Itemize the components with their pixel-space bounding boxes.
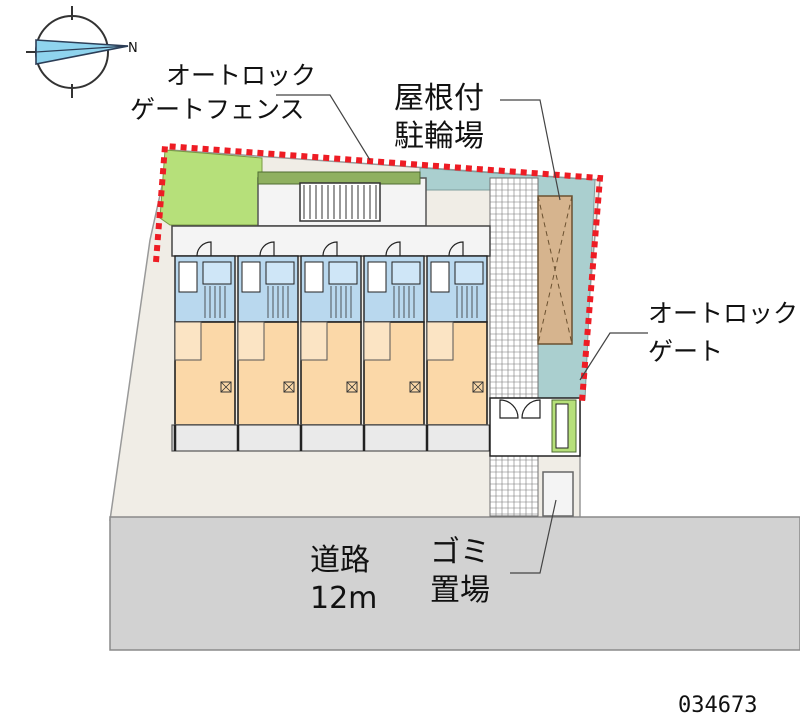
compass-north-letter: N <box>128 41 138 56</box>
door-swing <box>322 241 338 257</box>
autolock-gate-label: ゲート <box>648 337 723 366</box>
garbage-label: 置場 <box>430 573 490 608</box>
entrance-block <box>257 171 427 227</box>
road-width-label: 12m <box>310 581 377 616</box>
leader-line-gate <box>579 332 648 381</box>
unit-ac-x <box>346 381 358 393</box>
door-swing <box>385 241 401 257</box>
unit-toilet <box>304 261 324 293</box>
garbage-label: ゴミ <box>430 535 490 570</box>
unit-ac <box>283 381 295 393</box>
compass: N <box>26 6 138 98</box>
bike-parking <box>537 195 573 345</box>
property-id: 034673 <box>678 693 757 718</box>
lawn-area <box>159 149 263 226</box>
apartment-unit <box>426 241 488 426</box>
unit-bathtub <box>454 261 484 285</box>
corridor <box>171 225 491 257</box>
unit-ac-x <box>220 381 232 393</box>
unit-room <box>174 321 236 426</box>
compass-needle-axis <box>35 45 129 53</box>
leader-line-bike <box>500 99 561 201</box>
unit-ac <box>472 381 484 393</box>
unit-ac <box>346 381 358 393</box>
leader-line-garbage <box>510 499 557 574</box>
unit-closet <box>174 321 202 361</box>
apartment-unit <box>174 241 236 426</box>
unit-toilet <box>178 261 198 293</box>
roof-bike-label: 駐輪場 <box>394 119 484 154</box>
unit-bathtub <box>265 261 295 285</box>
garbage-area <box>542 471 574 517</box>
balcony <box>171 424 491 452</box>
tiled-walkway <box>489 177 539 517</box>
door-swing <box>259 241 275 257</box>
unit-toilet <box>367 261 387 293</box>
unit-ac-x <box>409 381 421 393</box>
apartment-units <box>174 241 488 426</box>
apartment-unit <box>363 241 425 426</box>
unit-closet <box>363 321 391 361</box>
apartment-unit <box>237 241 299 426</box>
unit-ac <box>409 381 421 393</box>
unit-toilet <box>241 261 261 293</box>
road <box>109 516 800 651</box>
unit-ac-x <box>472 381 484 393</box>
unit-bathtub <box>202 261 232 285</box>
door-swing <box>448 241 464 257</box>
roof-bike-label: 屋根付 <box>394 81 484 116</box>
unit-ac <box>220 381 232 393</box>
unit-closet <box>300 321 328 361</box>
unit-bathtub <box>328 261 358 285</box>
autolock-fence-label: ゲートフェンス <box>130 95 305 124</box>
road-label: 道路 <box>310 543 370 578</box>
door-swing <box>196 241 212 257</box>
autolock-gate-label: オートロック <box>648 299 798 328</box>
unit-ac-x <box>283 381 295 393</box>
autolock-fence-label: オートロック <box>166 61 316 90</box>
apartment-unit <box>300 241 362 426</box>
unit-closet <box>426 321 454 361</box>
autolock-fence-boundary <box>153 142 604 402</box>
leader-line-fence <box>276 94 371 161</box>
unit-toilet <box>430 261 450 293</box>
unit-bathtub <box>391 261 421 285</box>
autolock-gate <box>489 397 581 457</box>
unit-closet <box>237 321 265 361</box>
